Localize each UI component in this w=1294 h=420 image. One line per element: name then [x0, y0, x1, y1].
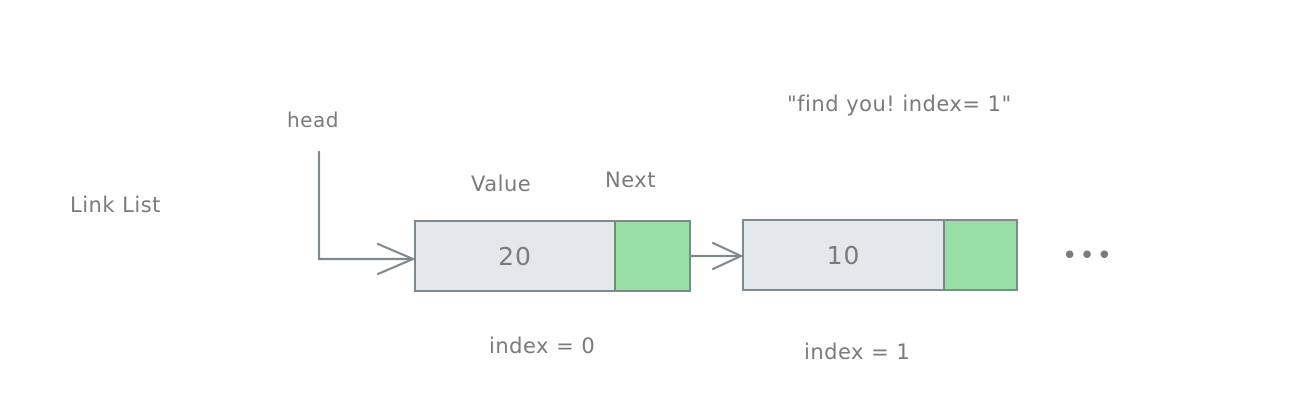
field-label-next: Next: [605, 168, 656, 192]
node-value-cell-1: 10: [744, 221, 943, 289]
head-pointer-label: head: [287, 108, 339, 132]
head-arrow: [317, 150, 416, 276]
node-value-cell-0: 20: [416, 222, 614, 290]
field-label-value: Value: [471, 172, 532, 196]
node-next-cell-1: [943, 221, 1016, 289]
list-node-1: 10: [742, 219, 1018, 291]
index-label-0: index = 0: [489, 334, 596, 358]
annotation-find-you: "find you! index= 1": [787, 92, 1012, 116]
node-next-cell-0: [614, 222, 689, 290]
index-label-1: index = 1: [804, 340, 911, 364]
list-node-0: 20: [414, 220, 691, 292]
node-value-text-0: 20: [498, 241, 532, 271]
diagram-title: Link List: [70, 193, 161, 217]
node-value-text-1: 10: [826, 240, 861, 270]
continuation-ellipsis: •••: [1062, 241, 1115, 271]
next-pointer-arrow-0: [688, 241, 744, 271]
